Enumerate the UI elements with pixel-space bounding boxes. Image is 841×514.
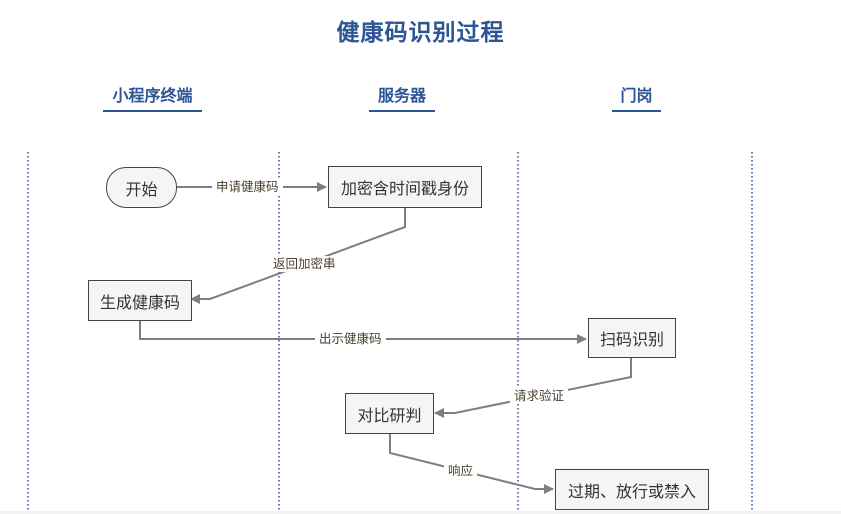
node-generate: 生成健康码: [88, 280, 192, 321]
edge-show-code: [139, 320, 587, 344]
edge-label-return-cipher: 返回加密串: [269, 256, 340, 272]
edge-return-cipher: [190, 208, 406, 304]
edge-label-request-verify: 请求验证: [510, 388, 569, 404]
node-scan: 扫码识别: [588, 318, 676, 358]
edge-respond: [389, 434, 554, 494]
edge-label-respond: 响应: [444, 463, 478, 479]
node-result: 过期、放行或禁入: [555, 469, 709, 510]
lane-header-underline: [369, 110, 435, 112]
node-start: 开始: [106, 167, 177, 208]
diagram-title: 健康码识别过程: [336, 20, 505, 46]
edge-label-apply: 申请健康码: [212, 179, 283, 195]
lane-header-underline: [612, 110, 661, 112]
lane-header-label: 小程序终端: [112, 86, 193, 105]
lane-header-label: 门岗: [620, 86, 653, 105]
node-compare: 对比研判: [345, 393, 434, 434]
node-encrypt: 加密含时间戳身份: [328, 166, 482, 208]
lane-header-label: 服务器: [377, 86, 426, 105]
lane-header-underline: [103, 110, 202, 112]
bottom-edge: [0, 511, 841, 514]
lane-header-miniprogram: 小程序终端: [103, 82, 202, 112]
edge-request-verify: [434, 358, 632, 418]
lane-header-server: 服务器: [369, 82, 435, 112]
lane-header-gate: 门岗: [612, 82, 661, 112]
edge-label-show-code: 出示健康码: [315, 331, 386, 347]
